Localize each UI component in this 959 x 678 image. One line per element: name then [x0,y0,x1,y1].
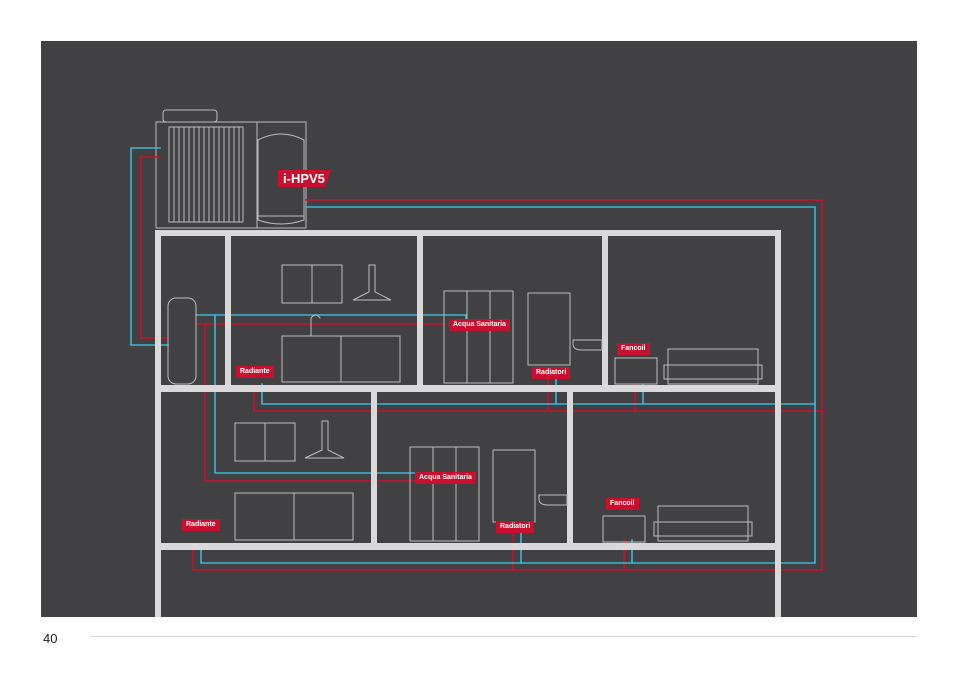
footer-divider [90,636,917,637]
house-walls [155,230,781,617]
label-fancoil-upper: Fancoil [617,343,650,355]
label-radiant-upper: Radiante [236,366,274,378]
label-radiators-upper: Radiatori [532,367,571,379]
heat-pump-unit [155,109,307,229]
label-hot-water-lower: Acqua Sanitaria [415,472,476,484]
storage-tank [167,297,197,385]
page-number: 40 [43,631,58,646]
label-fancoil-lower: Fancoil [606,498,639,510]
model-label: i-HPV5 [278,170,331,187]
label-radiators-lower: Radiatori [496,521,535,533]
label-radiant-lower: Radiante [182,519,220,531]
label-hot-water-upper: Acqua Sanitaria [449,319,510,331]
hot-pipes [140,156,823,571]
appliances [167,264,763,543]
